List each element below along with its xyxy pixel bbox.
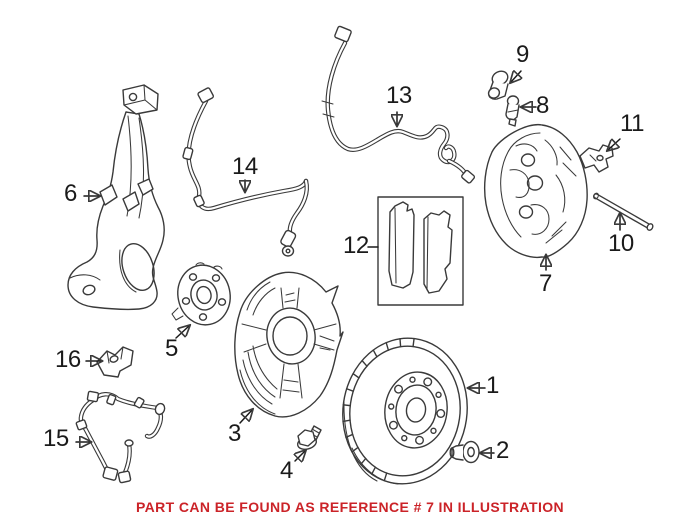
callout-label-7: 7 xyxy=(539,270,552,297)
callout-arrow-9 xyxy=(511,71,521,82)
callout-label-1: 1 xyxy=(486,372,499,399)
callout-label-8: 8 xyxy=(536,92,549,119)
callout-label-3: 3 xyxy=(228,420,241,447)
part-2-set-screw-drawing xyxy=(449,440,480,464)
part-3-splash-shield-drawing xyxy=(234,271,344,418)
callout-label-2: 2 xyxy=(496,437,509,464)
callout-label-14: 14 xyxy=(232,153,258,180)
part-6-steering-knuckle-drawing xyxy=(67,84,165,311)
part-11-retaining-clip-drawing xyxy=(579,144,614,173)
reference-note: PART CAN BE FOUND AS REFERENCE # 7 IN IL… xyxy=(135,499,565,515)
callout-arrow-3 xyxy=(239,410,252,424)
callout-label-10: 10 xyxy=(608,230,634,257)
callout-arrows xyxy=(75,71,621,461)
callout-label-15: 15 xyxy=(43,425,69,452)
callout-label-4: 4 xyxy=(280,457,293,484)
callout-label-6: 6 xyxy=(64,180,77,207)
callout-arrow-5 xyxy=(175,326,189,339)
part-7-brake-caliper-drawing xyxy=(483,124,588,259)
part-1-brake-rotor-drawing xyxy=(342,337,468,485)
part-14-sensor-wire-drawing xyxy=(182,87,309,257)
part-5-wheel-hub-drawing xyxy=(171,262,231,326)
part-4-bolt-drawing xyxy=(296,425,322,450)
callout-label-11: 11 xyxy=(620,110,644,137)
part-16-bracket-drawing xyxy=(96,346,134,378)
part-12-brake-pad-set-drawing xyxy=(377,196,464,306)
part-8-bleeder-screw-drawing xyxy=(505,95,520,127)
callout-arrow-4 xyxy=(295,451,305,461)
part-10-guide-pin-drawing xyxy=(593,192,654,231)
callout-arrow-11 xyxy=(608,139,621,150)
callout-label-5: 5 xyxy=(165,335,178,362)
callout-label-16: 16 xyxy=(55,346,81,373)
callout-label-9: 9 xyxy=(516,41,529,68)
callout-label-13: 13 xyxy=(386,82,412,109)
part-15-harness-drawing xyxy=(75,390,166,484)
part-13-brake-hose-drawing xyxy=(321,25,476,184)
callout-label-12: 12 xyxy=(343,232,369,259)
part-9-bleeder-cap-drawing xyxy=(487,70,509,100)
